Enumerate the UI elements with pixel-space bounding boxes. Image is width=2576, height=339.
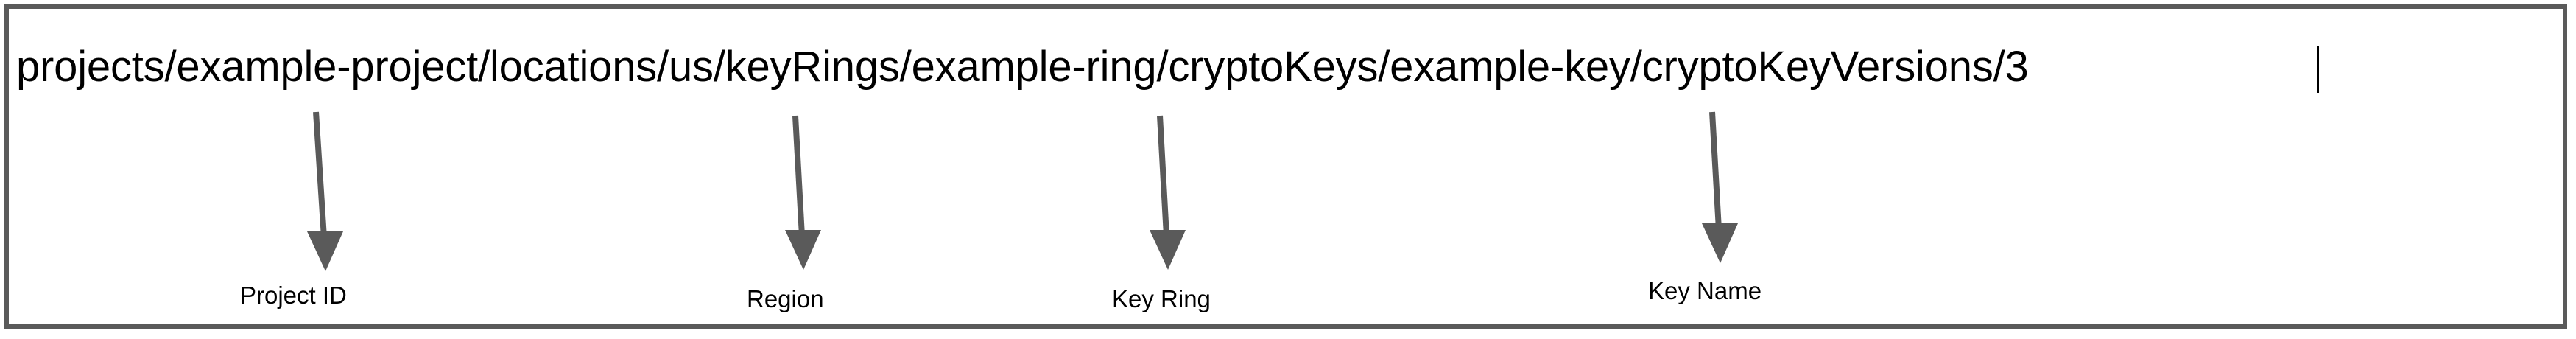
callout-label-region: Region bbox=[747, 285, 824, 312]
callout-label-project-id: Project ID bbox=[240, 282, 347, 309]
text-caret bbox=[2317, 46, 2319, 93]
diagram-frame bbox=[4, 4, 2567, 329]
resource-path-text[interactable]: projects/example-project/locations/us/ke… bbox=[16, 43, 2029, 91]
callout-label-key-name: Key Name bbox=[1648, 277, 1762, 304]
callout-label-key-ring: Key Ring bbox=[1112, 285, 1211, 312]
